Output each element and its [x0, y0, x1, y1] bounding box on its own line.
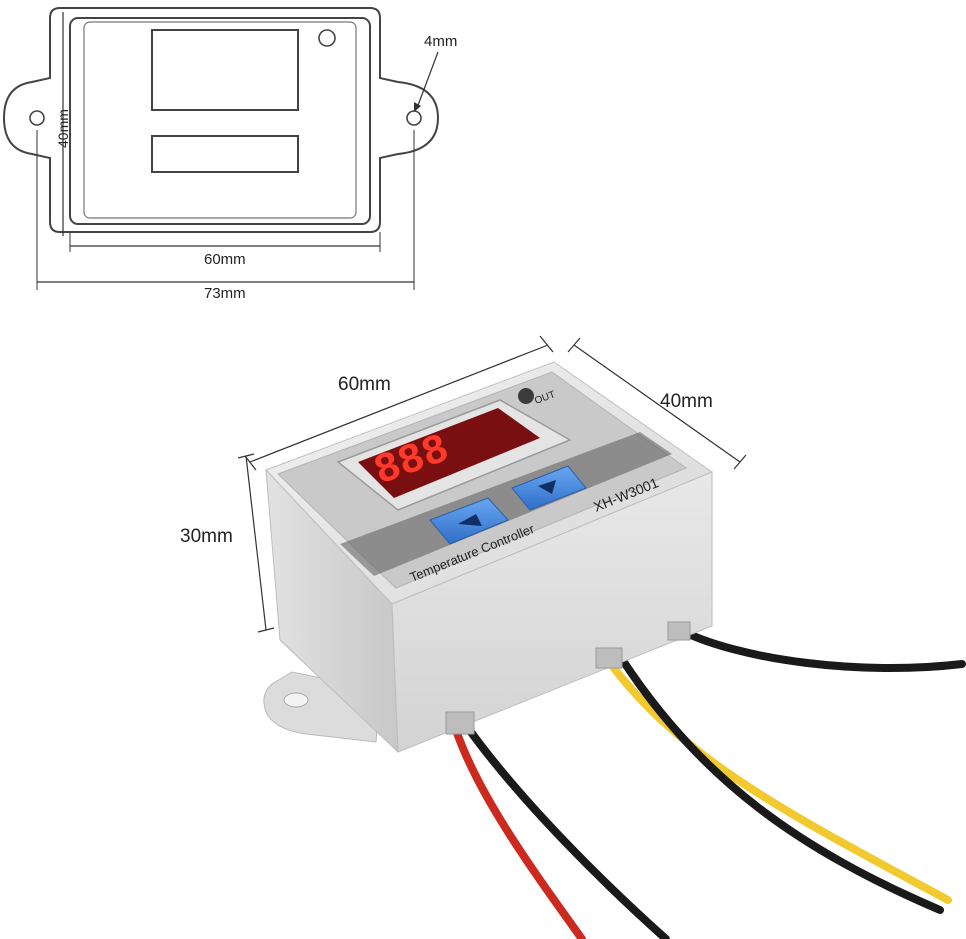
photo-dim-depth-tick-b — [733, 454, 747, 470]
dim-hole-arrow — [414, 102, 421, 112]
mount-hole-left — [29, 110, 45, 126]
photo-dim-height-tick-b — [257, 627, 275, 633]
mount-hole-right — [406, 110, 422, 126]
wire-port-left — [445, 711, 475, 735]
photo-dim-depth-label: 40mm — [660, 391, 713, 412]
dim-hole-leader — [416, 51, 439, 109]
wire-port-right — [667, 621, 691, 641]
photo-dim-height-label: 30mm — [180, 526, 233, 547]
wire-black-right — [676, 626, 966, 673]
photo-dim-depth-line — [573, 344, 741, 463]
wire-red — [452, 726, 586, 939]
technical-drawing: 4mm 40mm 60mm 73mm — [2, 7, 457, 302]
dim-outer-width-label: 73mm — [204, 285, 246, 302]
photo-dim-length-line — [249, 344, 549, 463]
mount-ear-hole — [283, 692, 309, 708]
wire-black-probe — [616, 652, 944, 914]
photo-dim-height-line — [245, 455, 267, 631]
housing-side — [391, 471, 713, 753]
wire-black-left — [464, 724, 670, 939]
triangle-up-icon — [458, 514, 482, 526]
out-indicator-led — [518, 388, 534, 404]
button-strip — [151, 135, 299, 173]
body-inner-outline — [83, 21, 357, 219]
product-photo: 60mm 40mm 30mm 888 OUT — [180, 335, 966, 939]
photo-dim-depth-tick-a — [567, 337, 581, 353]
display-window — [151, 29, 299, 111]
dim-hole-label: 4mm — [424, 33, 457, 50]
down-button[interactable] — [511, 465, 587, 511]
dim-inner-width-label: 60mm — [204, 251, 246, 268]
wire-yellow — [604, 656, 952, 904]
photo-dim-height-tick-a — [237, 453, 255, 459]
panel-band — [340, 432, 672, 576]
wire-port-middle — [595, 647, 623, 669]
photo-dim-length-tick-b — [539, 335, 554, 353]
up-button[interactable] — [429, 497, 509, 545]
indicator-hole — [318, 29, 336, 47]
dim-height-label: 40mm — [55, 109, 71, 148]
triangle-down-icon — [538, 480, 556, 494]
photo-dim-length-label: 60mm — [338, 374, 391, 395]
display-screen — [358, 408, 540, 498]
